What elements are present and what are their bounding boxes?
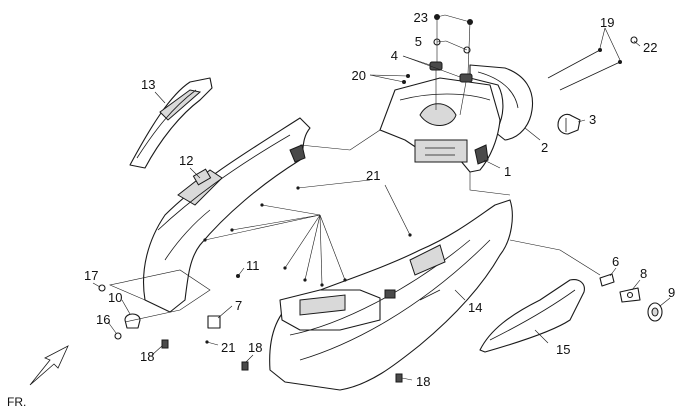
callout-labels: 23 5 4 20 19 22 3 2 1 13 12 21 14 15 6 8…: [84, 10, 675, 389]
callout-3: 3: [589, 112, 596, 127]
part-18-clip-a: [161, 339, 169, 349]
callout-15: 15: [556, 342, 570, 357]
callout-19: 19: [600, 15, 614, 30]
callout-5: 5: [415, 34, 422, 49]
callout-13: 13: [141, 77, 155, 92]
part-14-main-cover: [269, 199, 513, 391]
part-9-lock-cylinder: [647, 302, 663, 322]
callout-21-lower: 21: [221, 340, 235, 355]
callout-9: 9: [668, 285, 675, 300]
callout-21-upper: 21: [366, 168, 380, 183]
part-3-bulb: [557, 113, 581, 135]
part-10-clamp: [124, 313, 141, 329]
callout-16: 16: [96, 312, 110, 327]
callout-10: 10: [108, 290, 122, 305]
part-23-bolts: [434, 14, 473, 25]
callout-22: 22: [643, 40, 657, 55]
callout-20: 20: [352, 68, 366, 83]
part-18-clip-b: [241, 361, 249, 371]
callout-7: 7: [235, 298, 242, 313]
callout-6: 6: [612, 254, 619, 269]
callout-18-center: 18: [248, 340, 262, 355]
part-6-clip: [599, 273, 615, 287]
front-direction-label: FR.: [7, 395, 26, 409]
callout-4: 4: [391, 48, 398, 63]
callout-2: 2: [541, 140, 548, 155]
part-7-plate: [207, 315, 221, 329]
part-18-clip-c: [395, 373, 403, 383]
callout-8: 8: [640, 266, 647, 281]
part-13-side-trim: [129, 77, 213, 169]
front-direction-indicator: FR.: [7, 345, 69, 409]
part-17-screw: [98, 284, 106, 292]
callout-14: 14: [468, 300, 482, 315]
leader-lines: [92, 14, 671, 381]
callout-1: 1: [504, 164, 511, 179]
part-5-washers: [433, 38, 471, 54]
part-2-rear-top-cover: [469, 64, 534, 141]
part-15-lower-trim: [479, 279, 585, 353]
callout-11: 11: [246, 258, 260, 273]
callout-17: 17: [84, 268, 98, 283]
callout-18-left: 18: [140, 349, 154, 364]
callout-23: 23: [414, 10, 428, 25]
callout-18-right: 18: [416, 374, 430, 389]
part-12-left-side-cover: [142, 117, 311, 313]
part-20-screws: [402, 74, 410, 84]
part-19-rods: [547, 48, 622, 91]
part-1-tail-frame: [379, 77, 501, 173]
front-direction-arrow-icon: [29, 345, 69, 386]
part-8-bracket: [619, 287, 641, 303]
part-22-screw: [630, 36, 638, 44]
part-16-screw: [114, 332, 122, 340]
callout-12: 12: [179, 153, 193, 168]
